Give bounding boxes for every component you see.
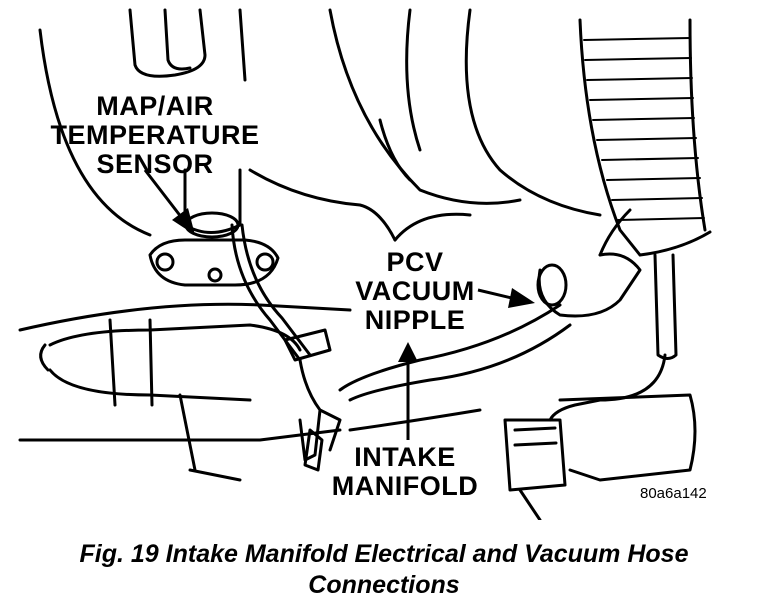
manifold-body bbox=[18, 302, 352, 332]
figure-caption-line1: Fig. 19 Intake Manifold Electrical and V… bbox=[79, 540, 689, 568]
pcv-nipple-label-line2: VACUUM bbox=[355, 276, 475, 306]
right-sensor-tube bbox=[653, 253, 678, 360]
pcv-nipple-label-line1: PCV bbox=[386, 247, 444, 277]
pcv-nipple-label: PCV VACUUM NIPPLE bbox=[340, 248, 490, 335]
vacuum-hose bbox=[338, 303, 572, 402]
engine-illustration bbox=[18, 8, 712, 520]
map-sensor-flange bbox=[148, 238, 280, 287]
corrugated-hose bbox=[578, 18, 707, 257]
intake-tube bbox=[48, 323, 302, 402]
pcv-nipple-body bbox=[537, 252, 642, 318]
map-sensor-label-line3: SENSOR bbox=[96, 149, 214, 179]
intake-manifold-label: INTAKE MANIFOLD bbox=[325, 443, 485, 501]
figure-code: 80a6a142 bbox=[640, 485, 707, 502]
intake-manifold-label-line2: MANIFOLD bbox=[331, 471, 479, 501]
map-sensor-label: MAP/AIR TEMPERATURE SENSOR bbox=[40, 92, 270, 179]
map-sensor-label-line1: MAP/AIR bbox=[96, 91, 214, 121]
map-sensor-housing bbox=[183, 168, 242, 234]
sensor-wire bbox=[230, 223, 312, 362]
pcv-nipple-label-line3: NIPPLE bbox=[364, 305, 466, 335]
wire-connector bbox=[283, 328, 332, 362]
engine-block-outline bbox=[38, 28, 152, 237]
pcv-nipple-port bbox=[536, 263, 568, 307]
map-sensor-label-line2: TEMPERATURE bbox=[50, 120, 260, 150]
right-connector bbox=[503, 418, 567, 492]
upper-pipe bbox=[128, 8, 207, 78]
figure-caption-line2: Connections bbox=[308, 571, 460, 599]
intake-manifold-label-line1: INTAKE bbox=[354, 442, 456, 472]
